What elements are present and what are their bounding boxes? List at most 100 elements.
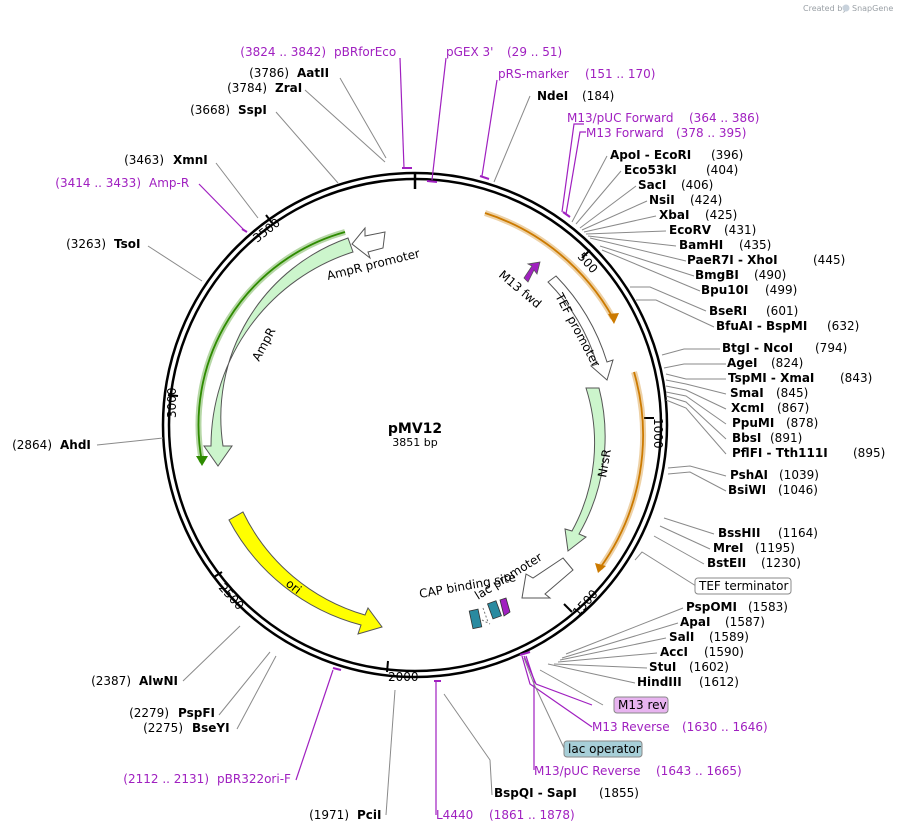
site-name: AatII: [297, 66, 329, 80]
nrsr-label: NrsR: [595, 448, 614, 478]
tick-label-1000: 1000: [651, 418, 665, 449]
site-pos: (3784): [227, 81, 267, 95]
plasmid-name: pMV12: [388, 421, 442, 437]
m13puc-rev-name: M13/pUC Reverse: [534, 764, 641, 778]
site-name: HindIII: [637, 675, 682, 689]
site-pos: (867): [777, 401, 809, 415]
site-name: PaeR7I - XhoI: [687, 253, 778, 267]
primer-marks: [241, 167, 571, 682]
site-pos: (1230): [761, 556, 801, 570]
site-name: TsoI: [114, 237, 140, 251]
m13puc-fwd-name: M13/pUC Forward: [567, 111, 674, 125]
site-name: BamHI: [679, 238, 723, 252]
site-pos: (794): [815, 341, 847, 355]
site-pos: (3463): [124, 153, 164, 167]
site-pos: (891): [770, 431, 802, 445]
site-name: PflFI - Tth111I: [732, 446, 828, 460]
cap-binding-site-label: CAP binding site: [418, 570, 517, 601]
site-name: MreI: [713, 541, 743, 555]
ampr-arrow: [203, 237, 354, 467]
site-name: BmgBI: [695, 268, 739, 282]
pbr322ori-range: (2112 .. 2131): [123, 772, 209, 786]
site-pos: (632): [827, 319, 859, 333]
site-name: PshAI: [730, 468, 768, 482]
site-name: Bpu10I: [701, 283, 748, 297]
site-name: PspFI: [178, 706, 215, 720]
tef-terminator-label: TEF terminator: [698, 579, 788, 593]
prs-marker-range: (151 .. 170): [585, 67, 655, 81]
m13-rev-feature-box: [613, 696, 669, 714]
site-name: BseRI: [709, 304, 747, 318]
site-pos: (845): [776, 386, 808, 400]
site-pos: (445): [813, 253, 845, 267]
tick-marks: [167, 214, 654, 673]
site-pos: (1590): [704, 645, 744, 659]
site-pos: (1164): [778, 526, 818, 540]
m13-reverse-range: (1630 .. 1646): [682, 720, 768, 734]
pbrforeco-name: pBRforEco: [334, 45, 396, 59]
cap-site-box: [468, 608, 483, 630]
m13-reverse-name: M13 Reverse: [592, 720, 670, 734]
pbrforeco-range: (3824 .. 3842): [240, 45, 326, 59]
site-name: SalI: [669, 630, 694, 644]
site-name: Eco53kI: [624, 163, 677, 177]
m13-rev-box: [499, 597, 511, 617]
site-pos: (1971): [309, 808, 349, 822]
pbr322ori-name: pBR322ori-F: [217, 772, 291, 786]
site-pos: (396): [711, 148, 743, 162]
ampr-strand: [197, 231, 346, 463]
m13-forward-name: M13 Forward: [586, 126, 664, 140]
site-name: AgeI: [727, 356, 757, 370]
site-name: PciI: [357, 808, 382, 822]
site-name: SspI: [238, 103, 267, 117]
site-pos: (406): [681, 178, 713, 192]
site-pos: (1855): [599, 786, 639, 800]
site-name: EcoRV: [669, 223, 712, 237]
site-leaders: [96, 77, 727, 816]
tef-strand: [484, 212, 614, 319]
l4440-range: (1861 .. 1878): [489, 808, 575, 822]
site-pos: (425): [705, 208, 737, 222]
site-name: ApaI: [680, 615, 710, 629]
site-pos: (3263): [66, 237, 106, 251]
site-name: AlwNI: [139, 674, 178, 688]
site-name: PspOMI: [686, 600, 737, 614]
m13-rev-leader: [539, 669, 604, 706]
tef-terminator-box: [694, 577, 792, 595]
lac-operator-box: [486, 600, 502, 620]
credit-prefix: Created by: [803, 4, 847, 13]
site-pos: (404): [706, 163, 738, 177]
site-pos: (1602): [689, 660, 729, 674]
primer-leaders: [198, 57, 593, 815]
pgex-name: pGEX 3': [446, 45, 493, 59]
site-pos: (435): [739, 238, 771, 252]
site-pos: (1039): [779, 468, 819, 482]
site-pos: (843): [840, 371, 872, 385]
lac-dash-2: [482, 607, 489, 623]
site-name: AhdI: [60, 438, 91, 452]
site-pos: (1587): [725, 615, 765, 629]
plasmid-length: 3851 bp: [392, 436, 437, 449]
l4440-name: L4440: [436, 808, 473, 822]
site-name: XbaI: [659, 208, 689, 222]
site-name: BtgI - NcoI: [722, 341, 793, 355]
m13-forward-range: (378 .. 395): [676, 126, 746, 140]
site-name: XmnI: [173, 153, 208, 167]
site-pos: (499): [765, 283, 797, 297]
site-pos: (878): [786, 416, 818, 430]
site-name: ZraI: [275, 81, 302, 95]
lac-promoter-arrow: [521, 557, 574, 599]
site-pos: (2864): [12, 438, 52, 452]
m13-fwd-arrow: [523, 261, 541, 283]
nrsr-strand: [599, 371, 644, 569]
site-name: AccI: [660, 645, 688, 659]
ampr-label: AmpR: [249, 325, 278, 363]
prs-marker-name: pRS-marker: [498, 67, 569, 81]
site-pos: (2279): [129, 706, 169, 720]
tef-promoter-arrow: [547, 275, 614, 381]
site-name: NdeI: [537, 89, 568, 103]
tef-strand-arrowhead: [608, 313, 619, 324]
snapgene-logo-icon: [842, 4, 850, 12]
site-name: NsiI: [649, 193, 675, 207]
